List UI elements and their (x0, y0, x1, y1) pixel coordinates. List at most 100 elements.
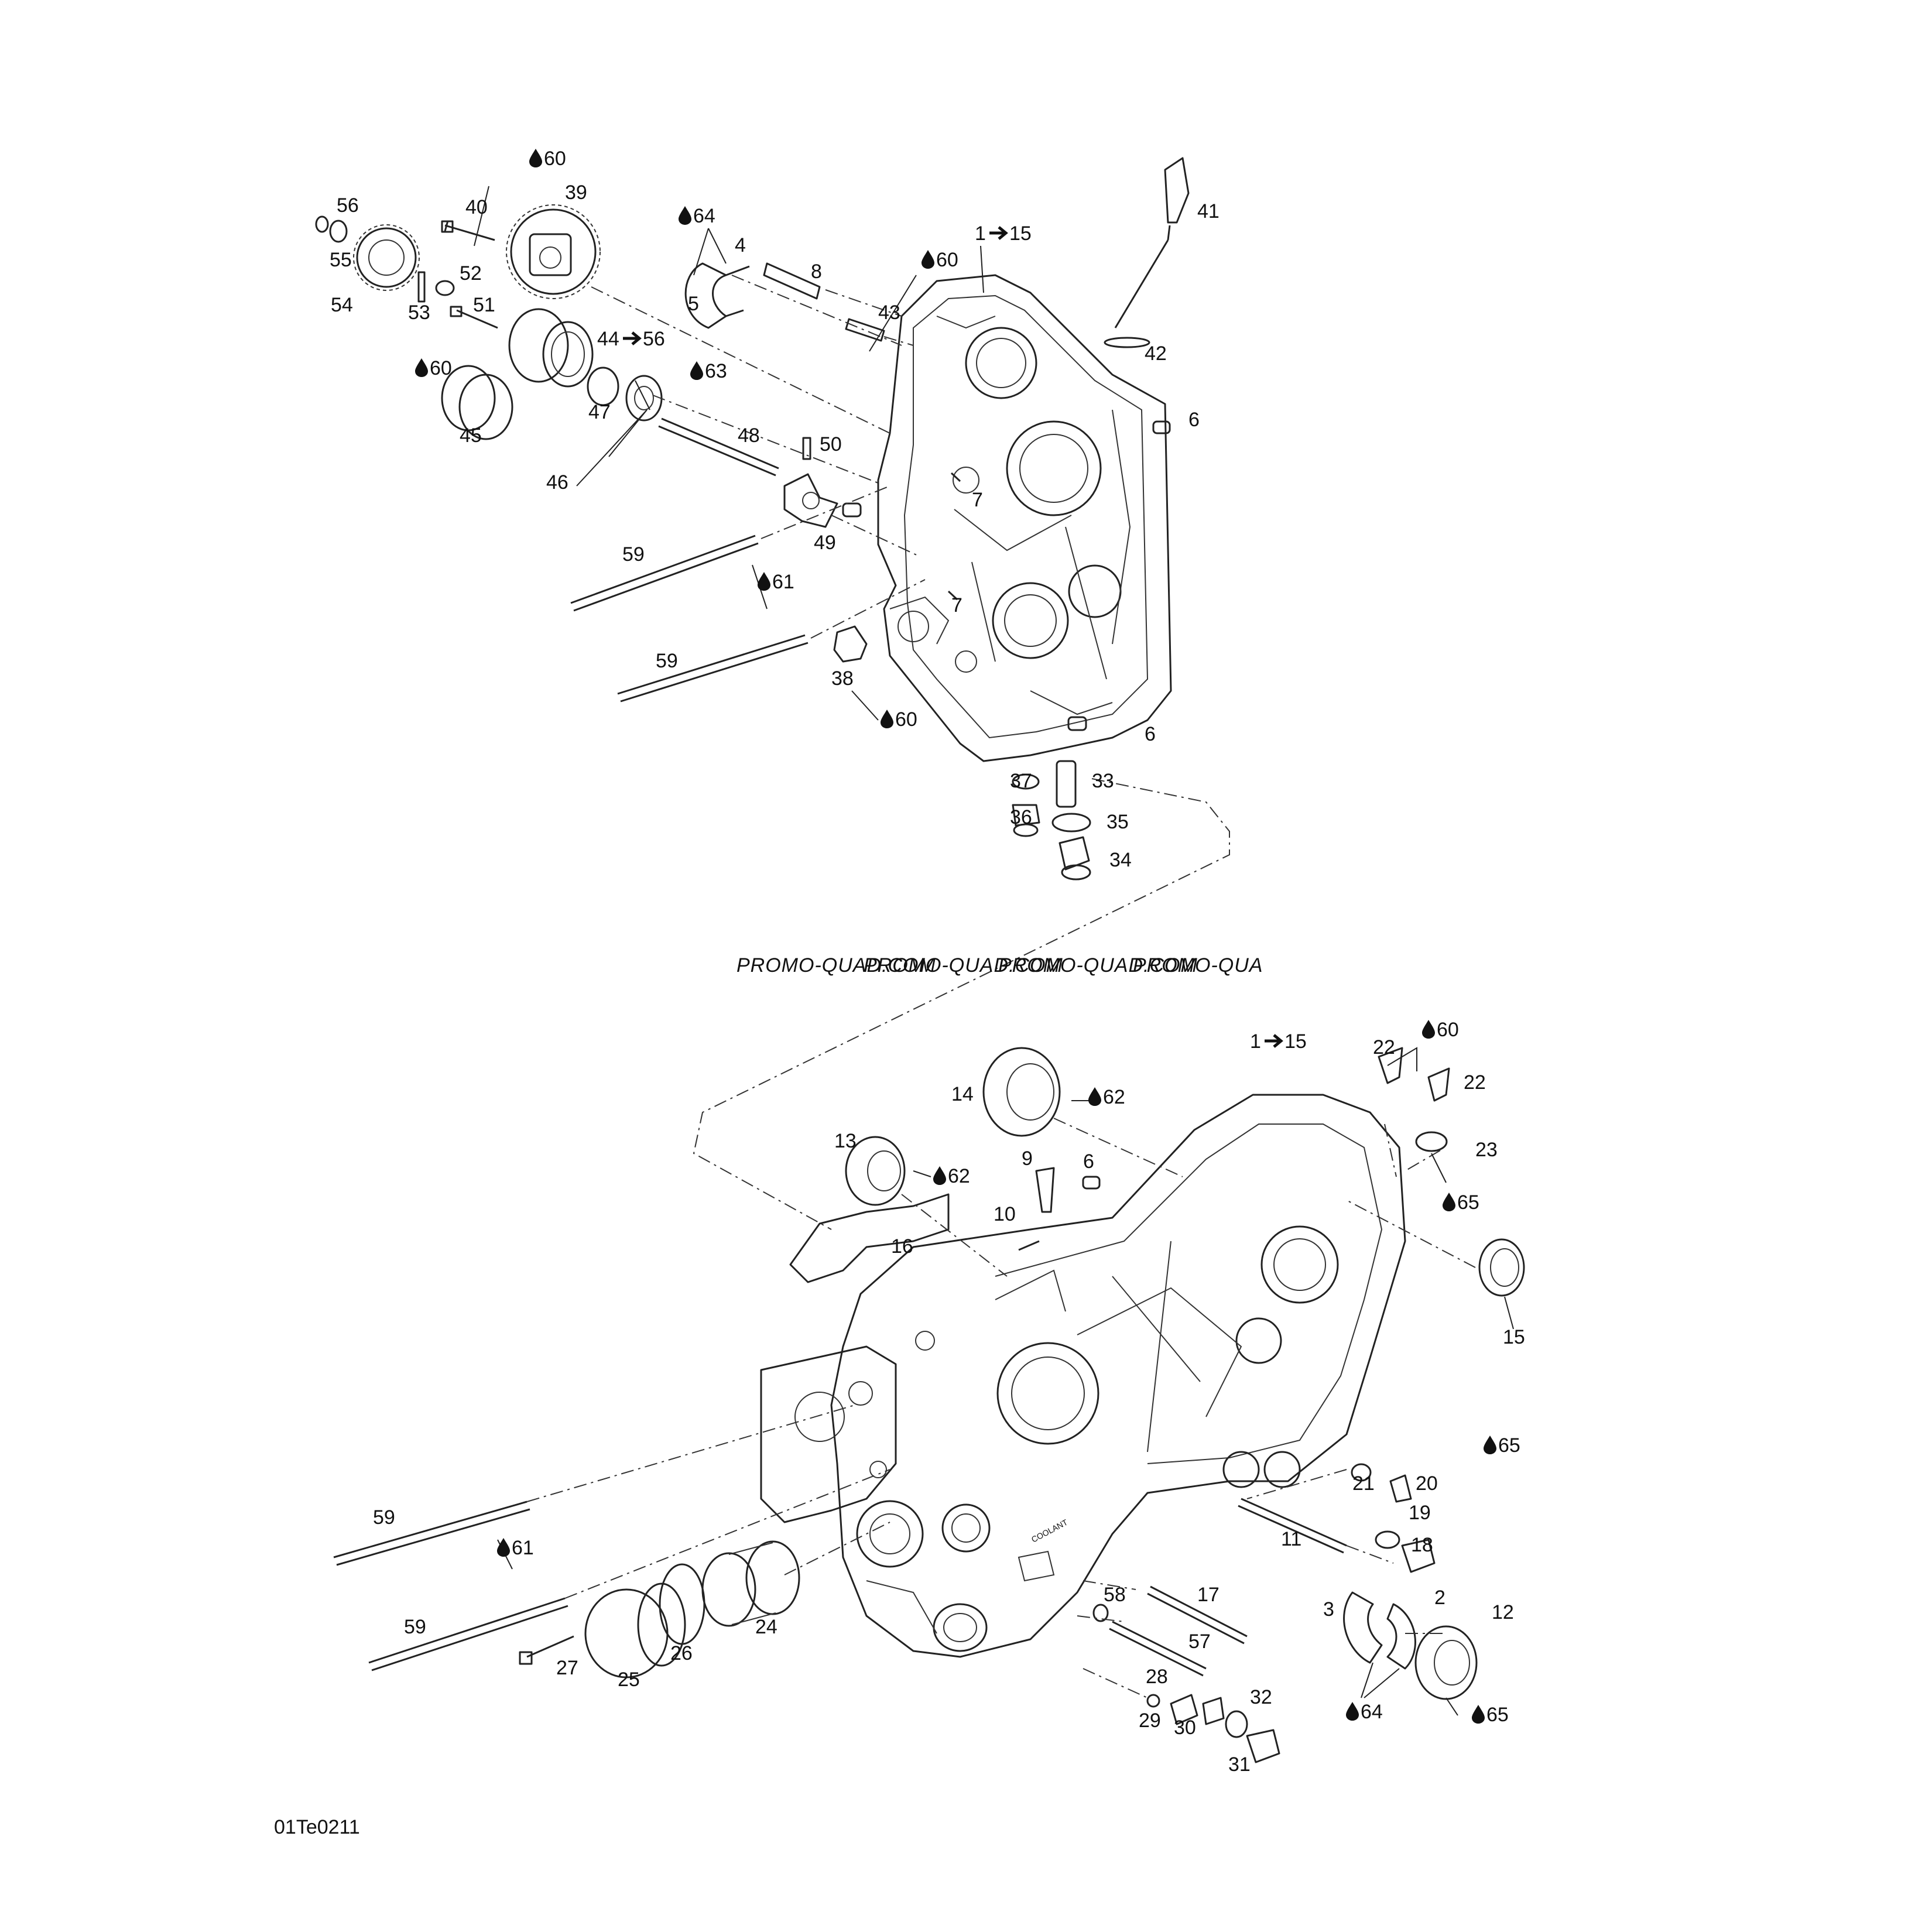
callout-35: 35 (1107, 811, 1129, 833)
callout-number: 15 (1503, 1326, 1525, 1348)
lower-crankcase-half: COOLANT (830, 1094, 1406, 1658)
oil-filter-24 (701, 1540, 800, 1627)
callout-number: 27 (556, 1657, 578, 1679)
pump-housing-44 (508, 308, 594, 388)
callout-number: 47 (588, 401, 611, 423)
callout-13: 13 (834, 1130, 857, 1152)
callout-number: 35 (1107, 811, 1129, 833)
callout-60: 60 (529, 148, 566, 170)
callout-50: 50 (820, 433, 842, 455)
callout-number: 61 (512, 1537, 534, 1559)
callout-number: 49 (814, 532, 836, 554)
callout-number: 29 (1139, 1710, 1161, 1732)
callout-number: 45 (460, 424, 482, 447)
callout-20: 20 (1416, 1472, 1438, 1495)
callout-11: 11 (1281, 1528, 1301, 1550)
dowel-6-lower (1082, 1176, 1101, 1190)
valve-28-32 (1146, 1694, 1280, 1763)
callout-number: 6 (1145, 723, 1156, 745)
callout-number: 4 (735, 234, 746, 256)
bearing-14 (982, 1047, 1061, 1137)
callout-number: 37 (1010, 770, 1032, 792)
callout-number: 63 (705, 360, 727, 382)
callout-number: 33 (1092, 770, 1114, 792)
callout-number: 6 (1083, 1150, 1094, 1173)
callout-number: 44 (597, 328, 619, 350)
callout-63: 63 (690, 360, 727, 382)
studs-59-lower (333, 1501, 568, 1671)
callout-number: 60 (430, 357, 452, 379)
upper-crankcase-half (877, 274, 1172, 762)
screw-40 (441, 220, 495, 241)
callout-number: 60 (1437, 1019, 1459, 1041)
callout-33: 33 (1092, 770, 1114, 792)
callout-10: 10 (994, 1203, 1016, 1225)
upper-alignment-lines (591, 275, 1230, 1230)
callout-6: 6 (1188, 409, 1200, 431)
bearing-shell-3-2 (1343, 1591, 1416, 1670)
callout-number: 32 (1250, 1686, 1272, 1708)
callout-16: 16 (891, 1235, 913, 1258)
callout-19: 19 (1409, 1502, 1431, 1524)
callout-3: 3 (1323, 1598, 1334, 1621)
pin-50 (802, 437, 811, 460)
callout-30: 30 (1174, 1717, 1196, 1739)
callout-number: 6 (1188, 409, 1200, 431)
callout-number: 59 (622, 543, 645, 566)
callout-number: 53 (408, 302, 430, 324)
callout-58: 58 (1104, 1584, 1126, 1606)
dowels-6-7 (842, 420, 1171, 731)
callout-number: 64 (693, 205, 715, 227)
callout-number: 58 (1104, 1584, 1126, 1606)
shaft-48 (658, 417, 779, 477)
callout-64: 64 (1346, 1701, 1383, 1723)
oil-drop-icon (1422, 1020, 1435, 1039)
washer-52 (435, 280, 455, 296)
callout-43: 43 (878, 302, 900, 324)
callout-22: 22 (1373, 1036, 1395, 1059)
callout-22: 22 (1464, 1071, 1486, 1094)
callout-47: 47 (588, 401, 611, 423)
callout-59: 59 (373, 1506, 395, 1529)
callout-number: 24 (755, 1616, 777, 1638)
callout-number: 65 (1498, 1434, 1520, 1457)
jets-22 (1378, 1047, 1450, 1102)
seal-15 (1478, 1238, 1525, 1297)
bearing-shell-4-5 (684, 262, 750, 329)
svg-text:COOLANT: COOLANT (1030, 1517, 1070, 1544)
washer-58 (1092, 1604, 1109, 1622)
callout-number: 15 (1284, 1030, 1307, 1053)
callout-49: 49 (814, 532, 836, 554)
callout-number: 52 (460, 262, 482, 285)
callout-60: 60 (1422, 1019, 1459, 1041)
callout-65: 65 (1443, 1191, 1479, 1214)
callout-number: 48 (738, 424, 760, 447)
right-arrow-icon (1265, 1034, 1283, 1048)
callout-40: 40 (465, 196, 488, 218)
callout-number: 60 (936, 249, 958, 271)
callout-51: 51 (473, 294, 495, 316)
callout-number: 7 (951, 594, 962, 616)
callout-59: 59 (656, 650, 678, 672)
callout-59: 59 (404, 1616, 426, 1638)
oil-pump-gear-54 (353, 224, 420, 291)
callout-9: 9 (1022, 1147, 1033, 1170)
oil-drop-icon (1484, 1436, 1496, 1454)
callout-number: 54 (331, 294, 353, 316)
callout-59: 59 (622, 543, 645, 566)
callout-number: 17 (1197, 1584, 1220, 1606)
callout-60: 60 (415, 357, 452, 379)
callout-number: 65 (1457, 1191, 1479, 1214)
callout-7: 7 (951, 594, 962, 616)
o-rings-45 (441, 365, 513, 440)
callout-38: 38 (831, 667, 854, 690)
callout-number: 7 (972, 489, 983, 511)
callout-62: 62 (1088, 1086, 1125, 1108)
callout-number: 26 (670, 1642, 693, 1664)
watermark-text-3: PROMO-QUAD.COM (998, 954, 1198, 977)
oil-drop-icon (1088, 1087, 1101, 1106)
callout-54: 54 (331, 294, 353, 316)
callout-48: 48 (738, 424, 760, 447)
